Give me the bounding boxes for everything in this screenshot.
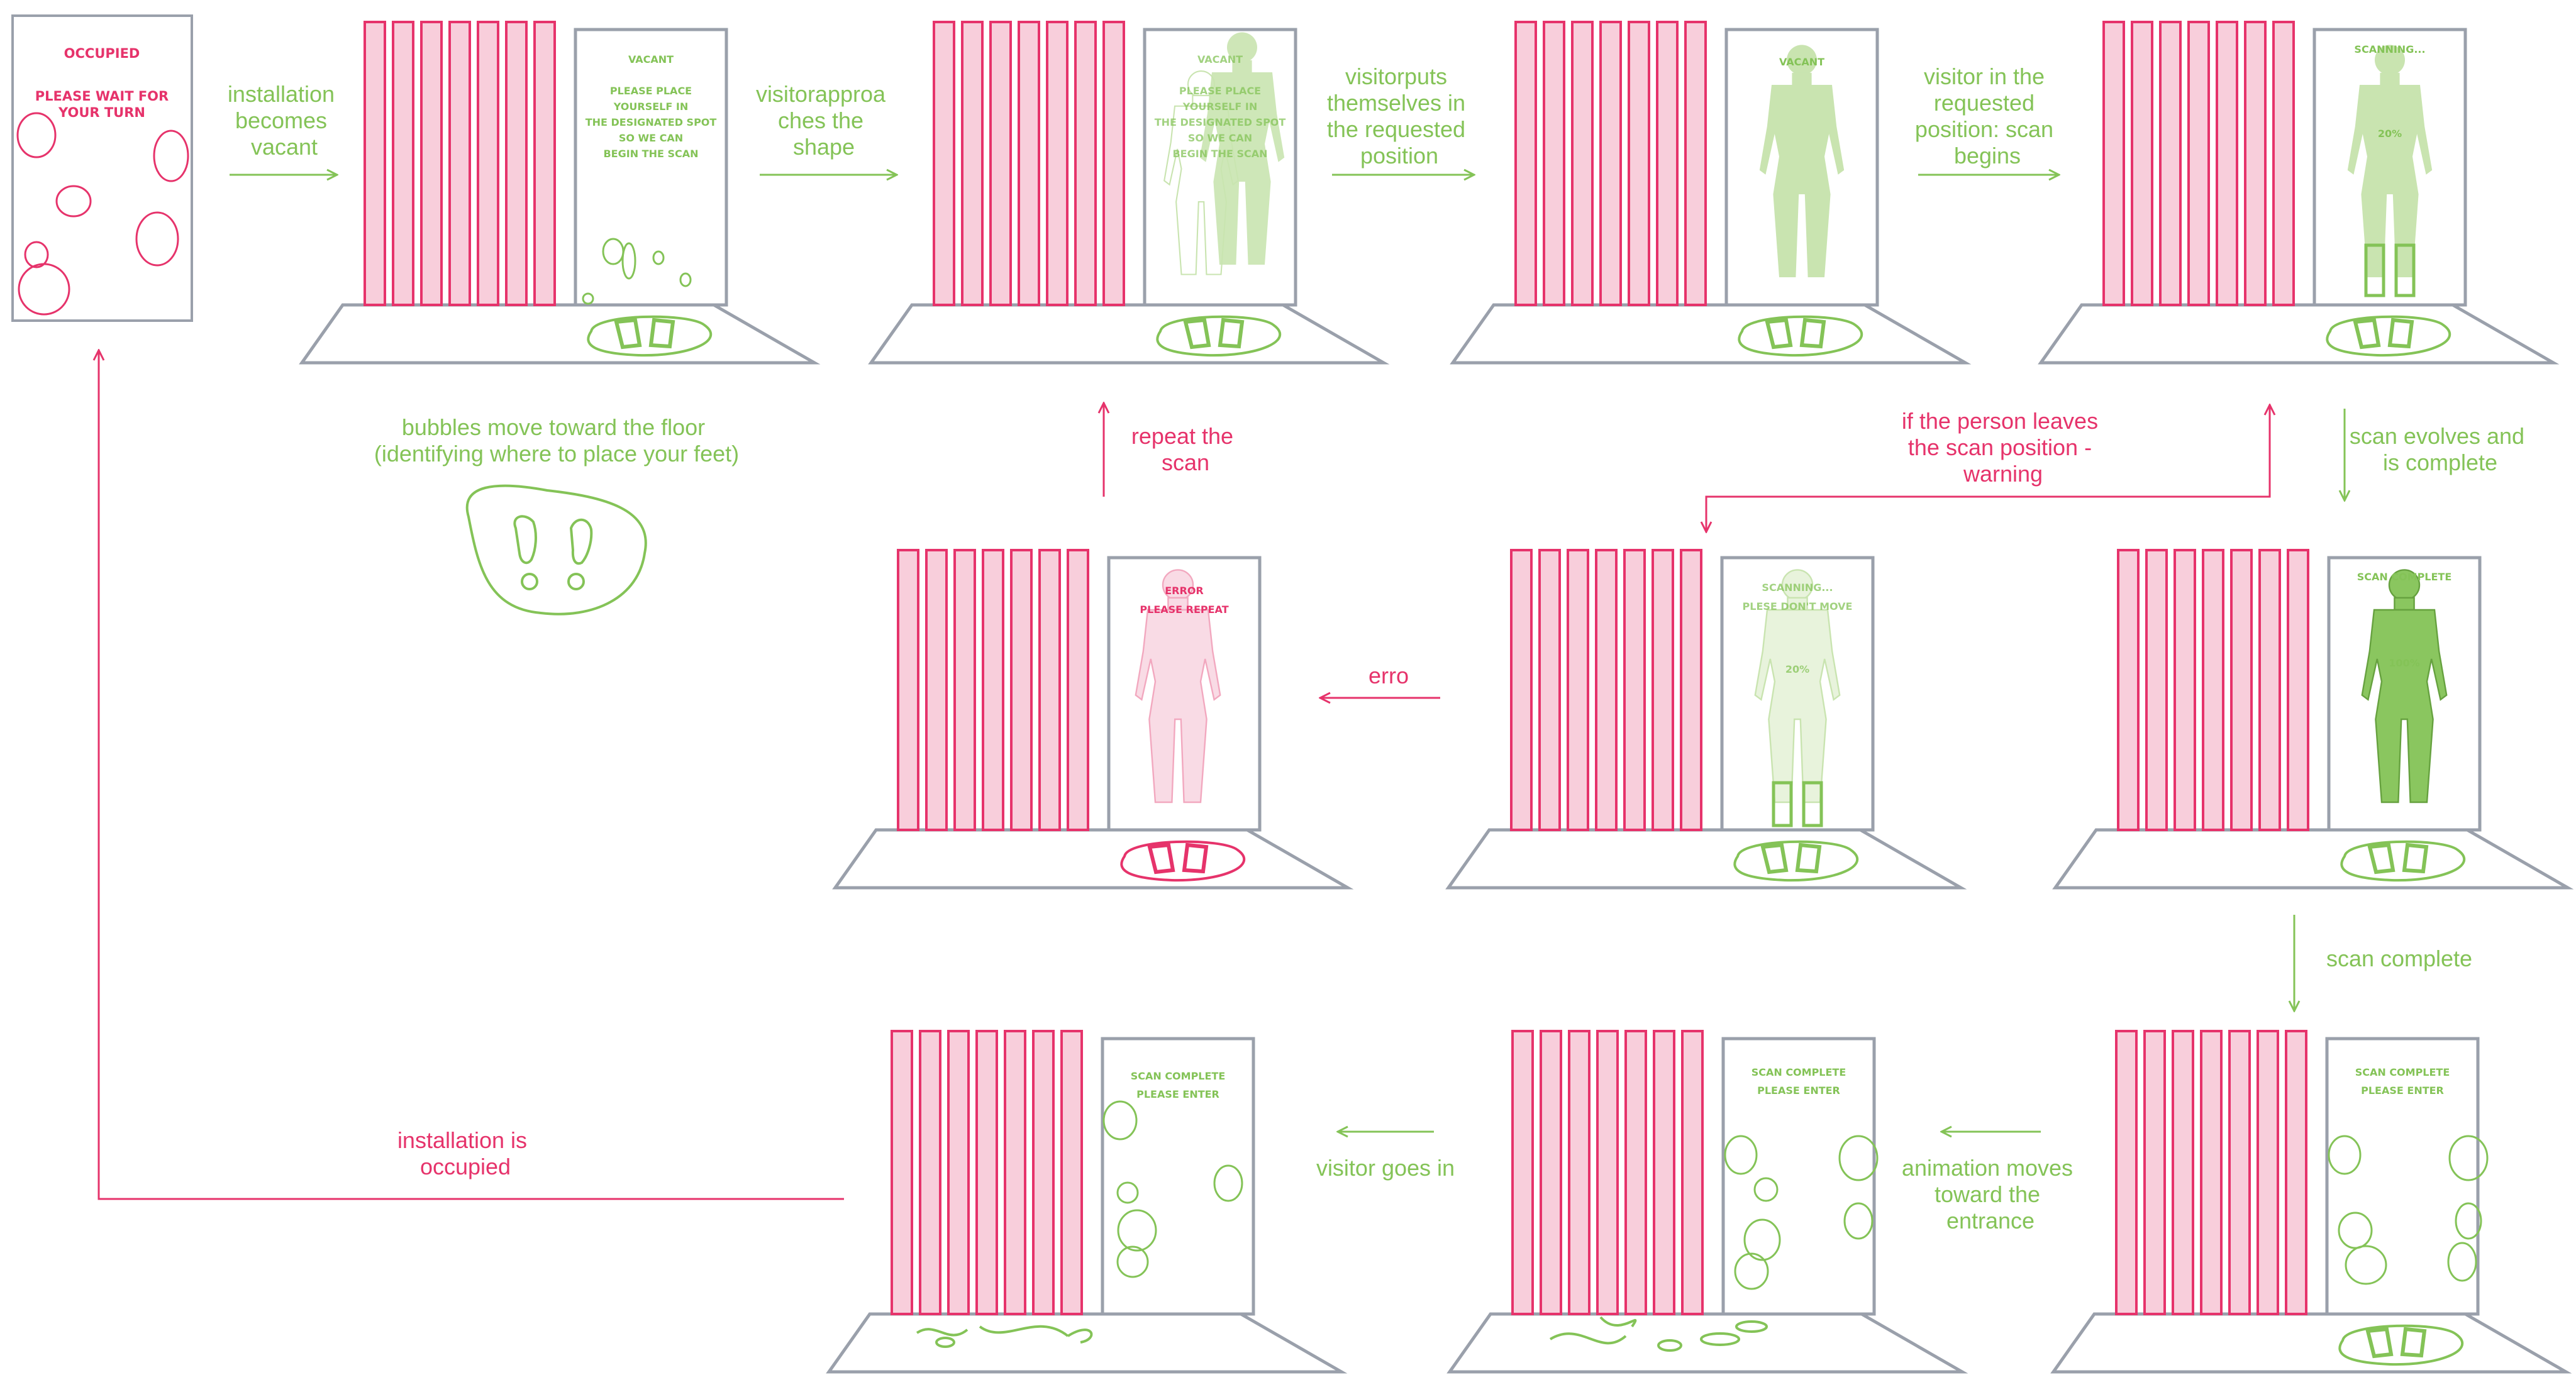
- screen-text-line: SCAN COMPLETE: [2357, 571, 2452, 583]
- booth-scanning-warning: SCANNING... PLESE DON'T MOVE 20%: [1445, 549, 1967, 890]
- booth-floor: [826, 1312, 1348, 1374]
- booth-floor: [832, 828, 1354, 890]
- curtain-panels: [933, 21, 1125, 306]
- booth-error: ERROR PLEASE REPEAT: [832, 549, 1354, 890]
- booth-visitor-in-position: VACANT: [1450, 21, 1972, 365]
- booth-please-enter: SCAN COMPLETE PLEASE ENTER: [2050, 1030, 2572, 1374]
- occupied-line-3: YOUR TURN: [58, 105, 145, 120]
- caption-repeat: repeat the scan: [1131, 423, 1240, 475]
- screen-text-line: PLEASE ENTER: [1757, 1085, 1840, 1096]
- booth-animation-entrance: SCAN COMPLETE PLEASE ENTER: [1446, 1030, 1968, 1374]
- screen-text-line: PLEASE REPEAT: [1140, 604, 1228, 616]
- booth-screen: [1721, 1037, 1876, 1316]
- screen-text-line: SCAN COMPLETE: [1752, 1066, 1846, 1078]
- caption-occupied: installation is occupied: [397, 1127, 533, 1179]
- screen-text-line: PLEASE ENTER: [1136, 1088, 1219, 1100]
- curtain-panels: [364, 21, 556, 306]
- caption-erro: erro: [1368, 663, 1409, 688]
- screen-scene: [916, 1100, 1243, 1348]
- booth-floor: [1445, 828, 1967, 890]
- scan-progress: 100%: [2389, 657, 2419, 669]
- screen-text-line: BEGIN THE SCAN: [1172, 148, 1267, 160]
- screen-text-line: VACANT: [1779, 56, 1824, 68]
- booth-screen: [574, 28, 728, 307]
- screen-text-line: SCANNING...: [1762, 582, 1833, 594]
- caption-leaves: if the person leaves the scan position -…: [1902, 408, 2104, 487]
- screen-scene: [1120, 569, 1246, 882]
- occupied-line-1: OCCUPIED: [64, 46, 140, 61]
- screen-scene: [1156, 32, 1285, 357]
- curtain-panels: [2102, 21, 2295, 306]
- screen-text-line: PLEASE ENTER: [2361, 1085, 2444, 1096]
- curtain-panels: [1510, 549, 1702, 831]
- booth-floor: [1450, 303, 1972, 365]
- screen-scene: [1733, 569, 1859, 882]
- occupied-bubbles: [16, 112, 189, 316]
- booth-screen: [1101, 1037, 1255, 1316]
- caption-scan-begins: visitor in the requested position: scan …: [1915, 64, 2060, 168]
- arrow-leaves: [1706, 494, 2271, 531]
- screen-text-line: SCAN COMPLETE: [2355, 1066, 2450, 1078]
- booth-floor: [2038, 303, 2560, 365]
- occupied-line-2: PLEASE WAIT FOR: [35, 89, 169, 104]
- booth-floor: [868, 303, 1390, 365]
- curtain-panels: [1511, 1030, 1704, 1315]
- booth-floor: [2050, 1312, 2572, 1374]
- screen-text-line: BEGIN THE SCAN: [603, 148, 698, 160]
- screen-scene: [582, 238, 713, 357]
- screen-text-line: SCANNING...: [2354, 43, 2425, 55]
- screen-scene: [1549, 1135, 1879, 1352]
- caption-approaches: visitorapproa ches the shape: [756, 81, 892, 160]
- arrow-occupied: [99, 351, 844, 1200]
- caption-evolves: scan evolves and is complete: [2350, 423, 2531, 475]
- caption-bubbles: bubbles move toward the floor (identifyi…: [374, 414, 739, 467]
- screen-text-line: PLEASE PLACE: [1179, 85, 1261, 97]
- booth-scanning: SCANNING... 20%: [2038, 21, 2560, 365]
- caption-scan-complete: scan complete: [2326, 946, 2472, 971]
- scan-progress: 20%: [2378, 128, 2402, 140]
- caption-becomes-vacant: installation becomes vacant: [228, 81, 341, 160]
- booth-floor: [299, 303, 821, 365]
- screen-text-line: YOURSELF IN: [613, 101, 688, 113]
- curtain-panels: [891, 1030, 1083, 1315]
- caption-goes-in: visitor goes in: [1316, 1155, 1455, 1181]
- screen-text-line: THE DESIGNATED SPOT: [586, 116, 717, 128]
- booth-vacant-instructions: VACANT PLEASE PLACE YOURSELF IN THE DESIGNA…: [299, 21, 821, 365]
- curtain-panels: [2115, 1030, 2307, 1315]
- screen-text-line: SO WE CAN: [619, 132, 683, 144]
- screen-text-line: SCAN COMPLETE: [1131, 1070, 1226, 1082]
- screen-text-line: PLEASE PLACE: [610, 85, 692, 97]
- booth-screen: [2325, 1037, 2480, 1316]
- screen-scene: [2340, 569, 2466, 882]
- screen-text-line: SO WE CAN: [1188, 132, 1252, 144]
- screen-scene: [2328, 1135, 2489, 1366]
- curtain-panels: [897, 549, 1089, 831]
- curtain-panels: [2117, 549, 2309, 831]
- curtain-panels: [1514, 21, 1707, 306]
- scan-progress: 20%: [1785, 663, 1809, 675]
- footprint-icon: [465, 484, 647, 616]
- caption-anim-moves: animation moves toward the entrance: [1902, 1155, 2079, 1234]
- screen-text-line: ERROR: [1165, 585, 1204, 597]
- screen-text-line: YOURSELF IN: [1182, 101, 1257, 113]
- booth-floor: [2052, 828, 2574, 890]
- booth-visitor-approaches: VACANT PLEASE PLACE YOURSELF IN THE DESIGNA…: [868, 21, 1390, 365]
- screen-scene: [1738, 45, 1863, 357]
- screen-text-line: VACANT: [1197, 53, 1243, 65]
- booth-visitor-enters: SCAN COMPLETE PLEASE ENTER: [826, 1030, 1348, 1374]
- screen-text-line: VACANT: [628, 53, 674, 65]
- occupied-panel: OCCUPIED PLEASE WAIT FOR YOUR TURN: [11, 14, 193, 322]
- screen-text-line: PLESE DON'T MOVE: [1743, 600, 1853, 612]
- booth-scan-complete: SCAN COMPLETE 100%: [2052, 549, 2574, 890]
- screen-text-line: THE DESIGNATED SPOT: [1155, 116, 1286, 128]
- screen-scene: [2326, 45, 2451, 357]
- caption-puts-position: visitorputs themselves in the requested …: [1327, 64, 1472, 168]
